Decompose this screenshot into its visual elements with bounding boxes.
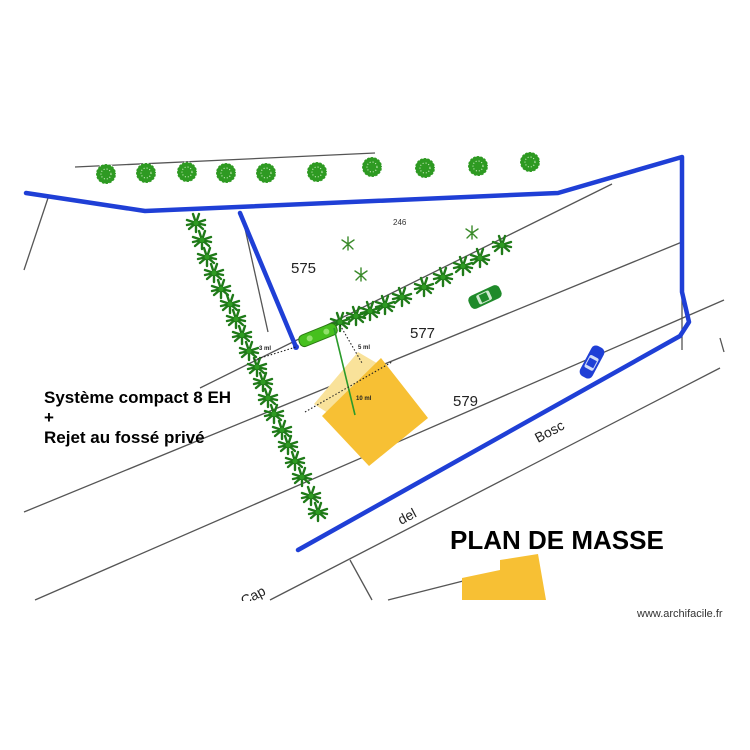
round-tree-icon: [467, 155, 489, 177]
pipe-node: [293, 344, 299, 350]
archifacile-credit: www.archifacile.fr: [636, 608, 723, 620]
hedge-diagonal: [329, 234, 513, 333]
house: [314, 352, 428, 466]
small-plant-icon: [465, 225, 479, 240]
parcel-label-577: 577: [410, 325, 435, 342]
parcel-label-246: 246: [393, 218, 407, 227]
septic-tank-icon: [298, 322, 338, 348]
palm-shrub-icon: [374, 294, 396, 316]
round-tree-icon: [215, 162, 237, 184]
palm-shrub-icon: [246, 356, 268, 378]
distance-label-3ml: 3 ml: [259, 346, 271, 352]
system-note-line3: Rejet au fossé privé: [44, 428, 205, 447]
blue-car-icon: [579, 345, 605, 379]
round-tree-icon: [255, 162, 277, 184]
neighbour-building: [462, 554, 546, 600]
palm-shrub-icon: [469, 247, 491, 269]
palm-shrub-icon: [191, 229, 213, 251]
distance-label-10ml: 10 ml: [356, 396, 372, 402]
round-tree-icon: [361, 156, 383, 178]
discharge-pipe: [333, 327, 356, 416]
green-car-icon: [468, 285, 502, 309]
round-tree-icon: [306, 161, 328, 183]
small-plants: [341, 225, 479, 282]
distance-lines: [253, 324, 393, 413]
palm-shrub-icon: [300, 485, 322, 507]
palm-shrub-icon: [345, 305, 367, 327]
round-tree-icon: [414, 157, 436, 179]
small-plant-icon: [341, 236, 355, 251]
road-name-del: del: [395, 505, 419, 528]
palm-shrub-icon: [257, 387, 279, 409]
palm-shrub-icon: [185, 212, 207, 234]
small-plant-icon: [354, 267, 368, 282]
round-tree-icon: [176, 161, 198, 183]
palm-shrub-icon: [452, 255, 474, 277]
round-tree-icon: [95, 163, 117, 185]
system-note-line2: +: [44, 408, 54, 427]
palm-shrub-icon: [219, 293, 241, 315]
round-tree-icon: [135, 162, 157, 184]
tree-row-top: [95, 151, 541, 185]
system-note-line1: Système compact 8 EH: [44, 388, 231, 407]
drawing-area-mask: [0, 601, 750, 750]
parcel-label-579: 579: [453, 393, 478, 410]
property-boundary: [23, 154, 692, 553]
parcel-label-575: 575: [291, 260, 316, 277]
palm-shrub-icon: [359, 300, 381, 322]
palm-shrub-icon: [271, 419, 293, 441]
distance-label-5ml: 5 ml: [358, 345, 370, 351]
round-tree-icon: [519, 151, 541, 173]
plan-title: PLAN DE MASSE: [450, 525, 664, 555]
road-name-bosc: Bosc: [532, 417, 567, 446]
palm-shrub-icon: [196, 246, 218, 268]
